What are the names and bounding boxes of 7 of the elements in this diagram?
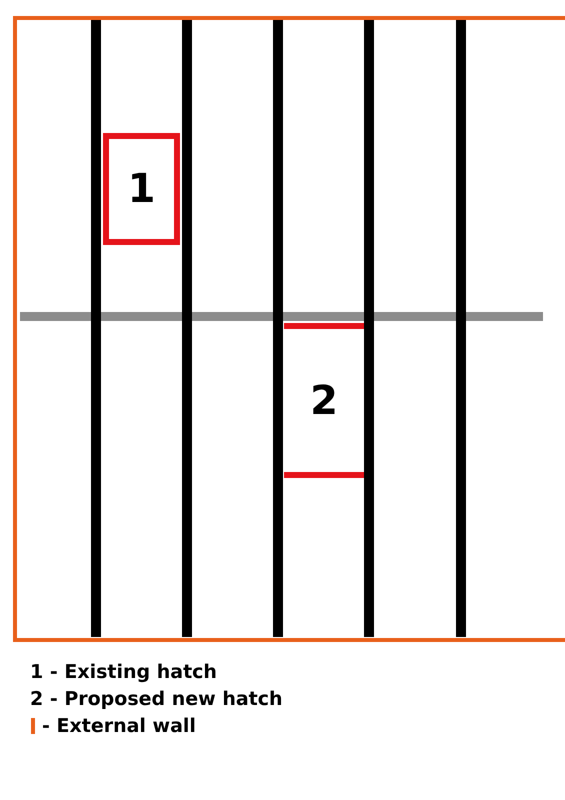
legend-text: 2 - Proposed new hatch <box>30 688 283 710</box>
hatch-number: 2 <box>310 378 338 424</box>
legend-text: 1 - Existing hatch <box>30 661 217 683</box>
hatch-outline <box>284 323 364 478</box>
hatch-number: 1 <box>128 166 156 212</box>
legend-text: - External wall <box>42 715 196 737</box>
hatch-outline <box>103 133 180 245</box>
